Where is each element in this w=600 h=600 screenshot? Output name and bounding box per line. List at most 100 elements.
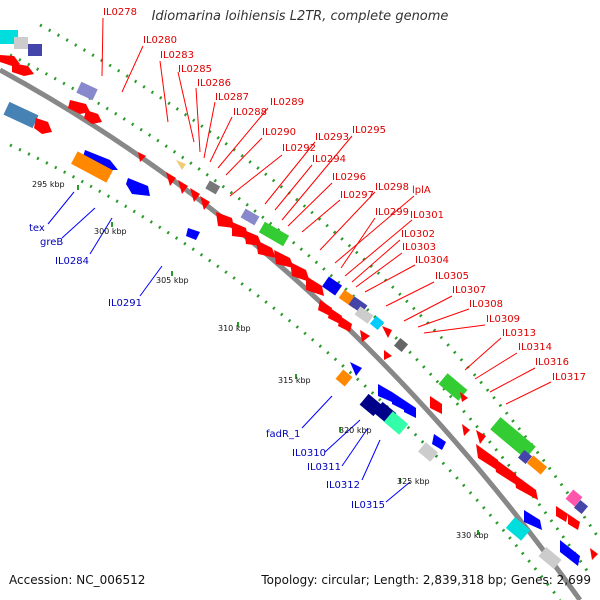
scale-tick-label: 300 kbp: [94, 227, 127, 236]
gene-arrow: [568, 514, 580, 530]
scale-tick-label: 325 kbp: [397, 477, 430, 486]
gene-arrow: [34, 118, 52, 134]
dotted-tracks: [9, 23, 600, 600]
lower-leaders: [47, 191, 411, 503]
gene-block: [526, 455, 548, 475]
gene-block: [335, 369, 353, 387]
gene-label: IL0297: [340, 190, 374, 201]
gene-arrow: [328, 308, 342, 324]
gene-arrow: [190, 188, 200, 202]
gene-label: IL0304: [415, 255, 449, 266]
gene-block: [240, 208, 260, 226]
gene-label: IL0295: [352, 125, 386, 136]
gene-block: [418, 442, 438, 462]
scale-tick-label: 310 kbp: [218, 324, 251, 333]
gene-arrow: [460, 392, 468, 402]
gene-label: IL0287: [215, 92, 249, 103]
gene-label: IL0314: [518, 342, 552, 353]
gene-block: [369, 315, 385, 331]
gene-arrow: [166, 172, 176, 186]
gene-block: [438, 373, 468, 401]
lower-label-layer: texgreBIL0284IL0291fadR_1IL0310IL0311IL0…: [29, 223, 385, 511]
accession-text: Accession: NC_006512: [9, 573, 146, 587]
gene-arrow: [494, 458, 518, 486]
gene-block: [14, 37, 28, 49]
gene-block: [322, 276, 342, 296]
genome-backbone: [0, 67, 583, 600]
gene-arrow: [524, 510, 542, 530]
gene-label: IL0284: [55, 256, 89, 267]
gene-label: IL0316: [535, 357, 569, 368]
scale-tick-marks: [77, 185, 479, 535]
gene-block: [505, 517, 531, 541]
gene-arrow: [360, 330, 370, 342]
map-title: Idiomarina loihiensis L2TR, complete gen…: [151, 9, 449, 24]
gene-arrow: [476, 444, 500, 472]
gene-block: [393, 337, 409, 353]
gene-arrow: [462, 424, 470, 436]
gene-block: [383, 411, 409, 435]
scale-tick-label: 320 kbp: [339, 426, 372, 435]
gene-arrow: [290, 262, 310, 282]
gene-arrow: [590, 548, 598, 560]
gene-label: IL0280: [143, 35, 177, 46]
gene-label: IL0310: [292, 448, 326, 459]
gene-block: [71, 151, 113, 183]
gene-arrow: [306, 276, 324, 296]
gene-label: IL0285: [178, 64, 212, 75]
gene-features: [0, 30, 221, 240]
gene-arrow: [392, 392, 404, 410]
gene-label: tex: [29, 223, 45, 234]
gene-arrow: [176, 160, 186, 170]
gene-block: [538, 546, 562, 570]
gene-label: IL0294: [312, 154, 346, 165]
gene-arrow: [138, 152, 146, 162]
gene-label: IL0290: [262, 127, 296, 138]
upper-leaders: [101, 17, 552, 405]
gene-block: [517, 449, 533, 465]
gene-arrow: [338, 316, 352, 332]
gene-arrow: [350, 362, 362, 376]
gene-label: IL0283: [160, 50, 194, 61]
gene-block: [0, 30, 18, 44]
scale-tick-label: 330 kbp: [456, 531, 489, 540]
gene-arrow: [514, 474, 538, 500]
gene-arrow: [84, 110, 102, 124]
gene-arrow: [200, 196, 210, 210]
gene-label: lplA: [412, 185, 431, 196]
gene-label: IL0307: [452, 285, 486, 296]
gene-arrow: [476, 430, 486, 444]
gene-arrow: [432, 434, 446, 450]
gene-arrow: [178, 180, 188, 194]
gene-label: IL0292: [282, 143, 316, 154]
gene-arrow: [382, 326, 392, 338]
gene-label: IL0298: [375, 182, 409, 193]
gene-label: IL0301: [410, 210, 444, 221]
gene-arrow: [430, 396, 442, 414]
gene-block: [3, 101, 39, 129]
upper-label-layer: IL0278IL0280IL0283IL0285IL0286IL0287IL02…: [103, 7, 586, 383]
topology-text: Topology: circular; Length: 2,839,318 bp…: [261, 573, 591, 587]
gene-features-mid: [216, 208, 409, 387]
gene-label: IL0315: [351, 500, 385, 511]
gene-label: IL0291: [108, 298, 142, 309]
gene-arrow: [404, 400, 416, 418]
gene-label: IL0305: [435, 271, 469, 282]
scale-tick-label: 305 kbp: [156, 276, 189, 285]
scale-tick-label: 295 kbp: [32, 180, 65, 189]
gene-arrow: [318, 300, 332, 316]
gene-arrow: [378, 384, 392, 402]
gene-label: IL0299: [375, 207, 409, 218]
gene-arrow: [12, 63, 34, 76]
gene-label: IL0312: [326, 480, 360, 491]
gene-block: [76, 81, 98, 101]
gene-label: IL0302: [401, 229, 435, 240]
gene-features-lower: [359, 373, 598, 570]
gene-arrow: [0, 55, 20, 66]
gene-arrow: [384, 350, 392, 360]
gene-label: IL0311: [307, 462, 341, 473]
gene-arrow: [274, 250, 294, 268]
